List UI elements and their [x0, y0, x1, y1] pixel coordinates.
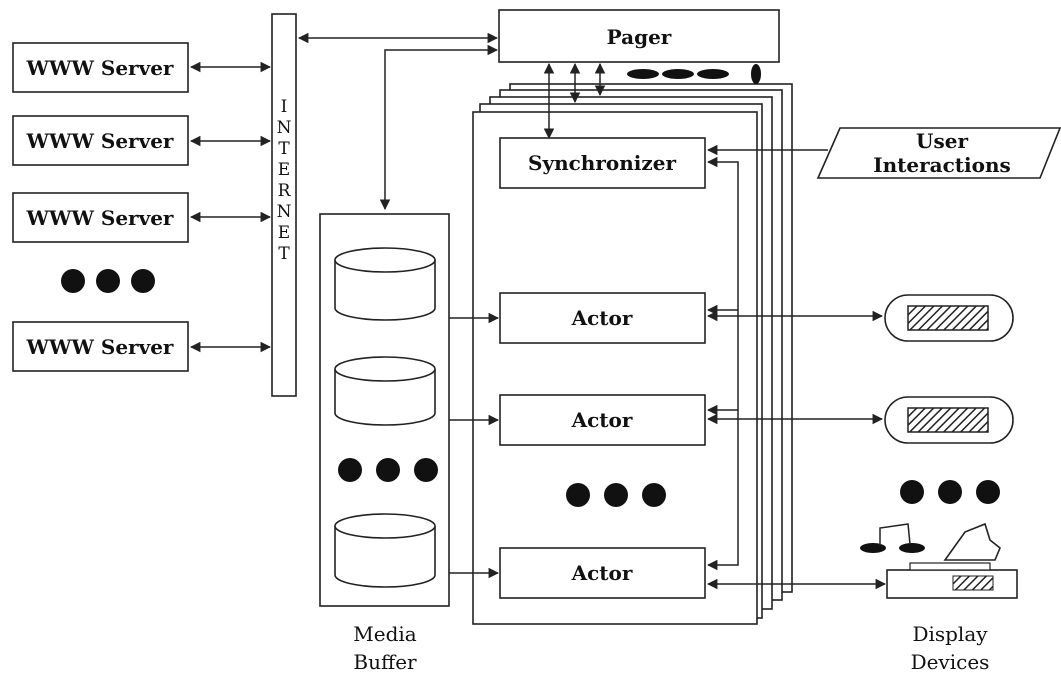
- actor-box-2: Actor: [500, 395, 705, 445]
- actor-box-3: Actor: [500, 548, 705, 598]
- internet-letter: E: [278, 160, 290, 180]
- pager-box: Pager: [499, 10, 779, 62]
- media-buffer-line1: Media: [353, 622, 417, 646]
- internet-letter: T: [278, 139, 290, 159]
- actor-box-1: Actor: [500, 293, 705, 343]
- user-interactions-line2: Interactions: [873, 153, 1011, 177]
- pager-label: Pager: [607, 25, 672, 49]
- internet-bar: I N T E R N E T: [272, 14, 296, 396]
- server-internet-arrows: [191, 67, 270, 347]
- database-cylinder: [335, 248, 435, 320]
- user-interactions-line1: User: [916, 129, 968, 153]
- ellipsis-dots-displays: [900, 480, 1000, 504]
- internet-letter: N: [277, 202, 292, 222]
- actor-label: Actor: [571, 408, 633, 432]
- www-server-box-1: WWW Server: [13, 43, 188, 92]
- actor-label: Actor: [571, 306, 633, 330]
- www-server-box-3: WWW Server: [13, 193, 188, 242]
- ellipsis-dots-servers: [61, 269, 155, 293]
- media-buffer-line2: Buffer: [353, 650, 417, 674]
- www-server-label: WWW Server: [26, 129, 174, 153]
- internet-letter: I: [281, 97, 288, 117]
- user-interactions-box: User Interactions: [818, 128, 1060, 178]
- internet-letter: N: [277, 118, 292, 138]
- actor-label: Actor: [571, 561, 633, 585]
- www-server-label: WWW Server: [26, 56, 174, 80]
- synchronizer-box: Synchronizer: [500, 138, 705, 188]
- display-device-2: [885, 397, 1013, 443]
- database-cylinder: [335, 514, 435, 587]
- display-device-1: [885, 295, 1013, 341]
- pager-ellipsis: [627, 64, 761, 84]
- www-server-box-2: WWW Server: [13, 116, 188, 165]
- internet-letter: T: [278, 244, 290, 264]
- display-devices-line1: Display: [912, 622, 988, 646]
- www-server-label: WWW Server: [26, 335, 174, 359]
- ellipsis-dots-buffer: [338, 458, 438, 482]
- internet-letter: E: [278, 223, 290, 243]
- synchronizer-label: Synchronizer: [528, 151, 676, 175]
- internet-letter: R: [278, 181, 292, 201]
- www-server-box-4: WWW Server: [13, 322, 188, 371]
- www-server-label: WWW Server: [26, 206, 174, 230]
- display-devices-line2: Devices: [911, 650, 990, 674]
- ellipsis-dots-actors: [566, 483, 666, 507]
- computer-icon: [860, 524, 1017, 598]
- database-cylinder: [335, 357, 435, 425]
